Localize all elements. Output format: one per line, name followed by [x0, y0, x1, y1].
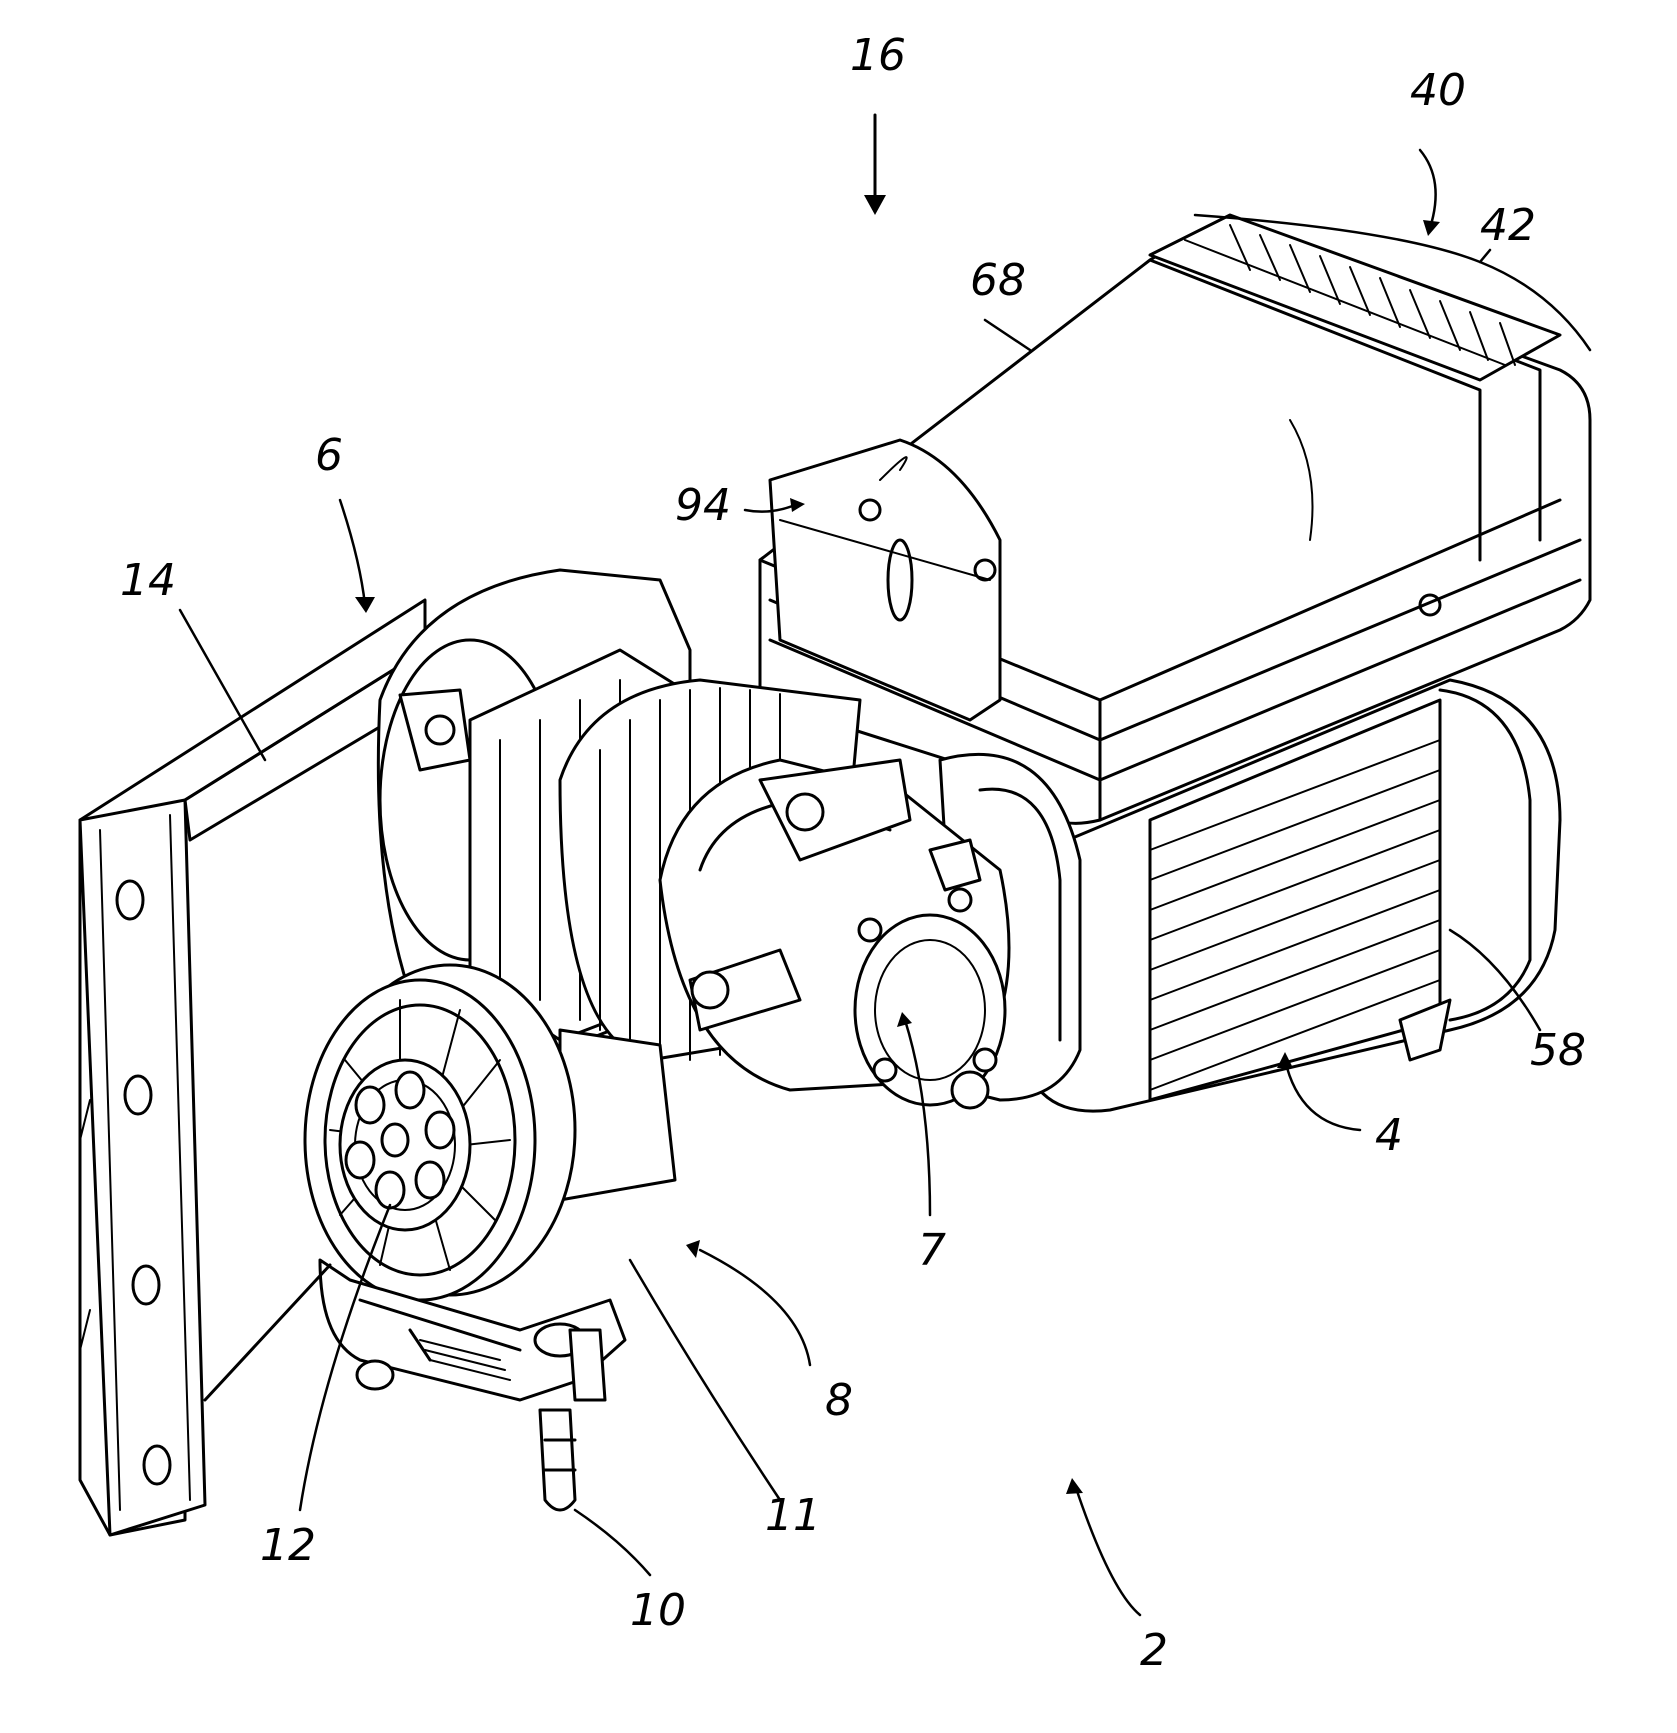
label-control-box: 40: [1410, 65, 1466, 116]
label-chain: 10: [630, 1585, 686, 1636]
label-end-cap: 58: [1530, 1025, 1586, 1076]
label-sprocket-wheel: 11: [765, 1490, 821, 1541]
label-gearbox: 8: [825, 1375, 853, 1426]
label-motor: 4: [1375, 1110, 1403, 1161]
label-mount-bracket: 6: [315, 430, 343, 481]
label-view-direction: 16: [850, 30, 906, 81]
label-cover: 68: [970, 255, 1026, 306]
label-brake-unit: 7: [918, 1225, 946, 1276]
label-heat-sink: 42: [1480, 200, 1536, 251]
label-assembly: 2: [1140, 1625, 1168, 1676]
label-mount-plate: 14: [120, 555, 176, 606]
label-sprocket-hub: 12: [260, 1520, 316, 1571]
label-cover-tab: 94: [675, 480, 731, 531]
support-brace: [205, 1265, 330, 1400]
